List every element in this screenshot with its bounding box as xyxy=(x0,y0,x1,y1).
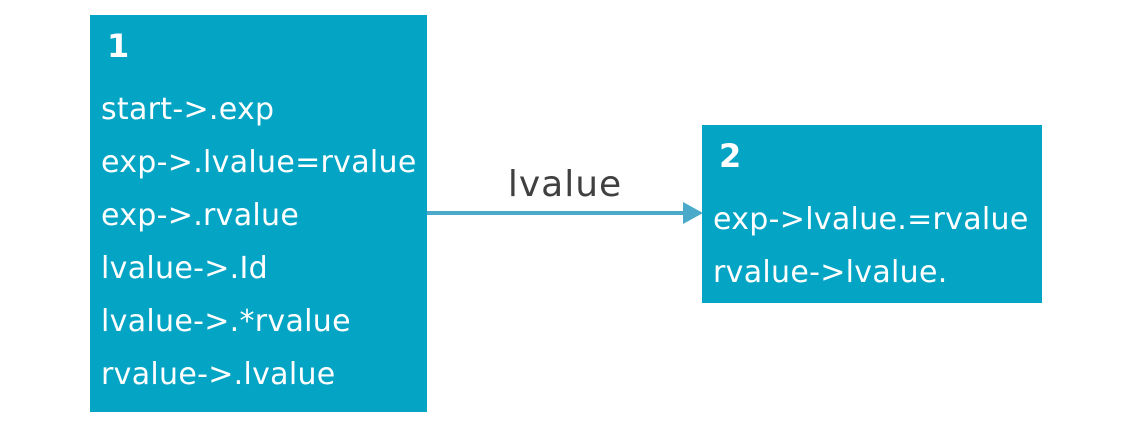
grammar-item: rvalue->.lvalue xyxy=(101,357,336,392)
grammar-item: lvalue->.Id xyxy=(101,251,268,286)
state-2-number: 2 xyxy=(719,137,742,175)
grammar-item: exp->lvalue.=rvalue xyxy=(713,202,1029,237)
state-2-box: 2 exp->lvalue.=rvalue rvalue->lvalue. xyxy=(702,125,1042,303)
transition-arrow-line xyxy=(427,211,685,215)
grammar-item: rvalue->lvalue. xyxy=(713,255,948,290)
grammar-item: lvalue->.*rvalue xyxy=(101,304,351,339)
state-1-number: 1 xyxy=(107,27,130,65)
transition-arrowhead-icon xyxy=(683,202,703,224)
state-1-box: 1 start->.exp exp->.lvalue=rvalue exp->.… xyxy=(90,15,427,412)
grammar-item: exp->.lvalue=rvalue xyxy=(101,145,417,180)
state-1-items: start->.exp exp->.lvalue=rvalue exp->.rv… xyxy=(101,83,419,401)
grammar-item: exp->.rvalue xyxy=(101,198,300,233)
transition-label: lvalue xyxy=(507,164,623,205)
state-2-items: exp->lvalue.=rvalue rvalue->lvalue. xyxy=(713,193,1034,299)
grammar-item: start->.exp xyxy=(101,92,275,127)
